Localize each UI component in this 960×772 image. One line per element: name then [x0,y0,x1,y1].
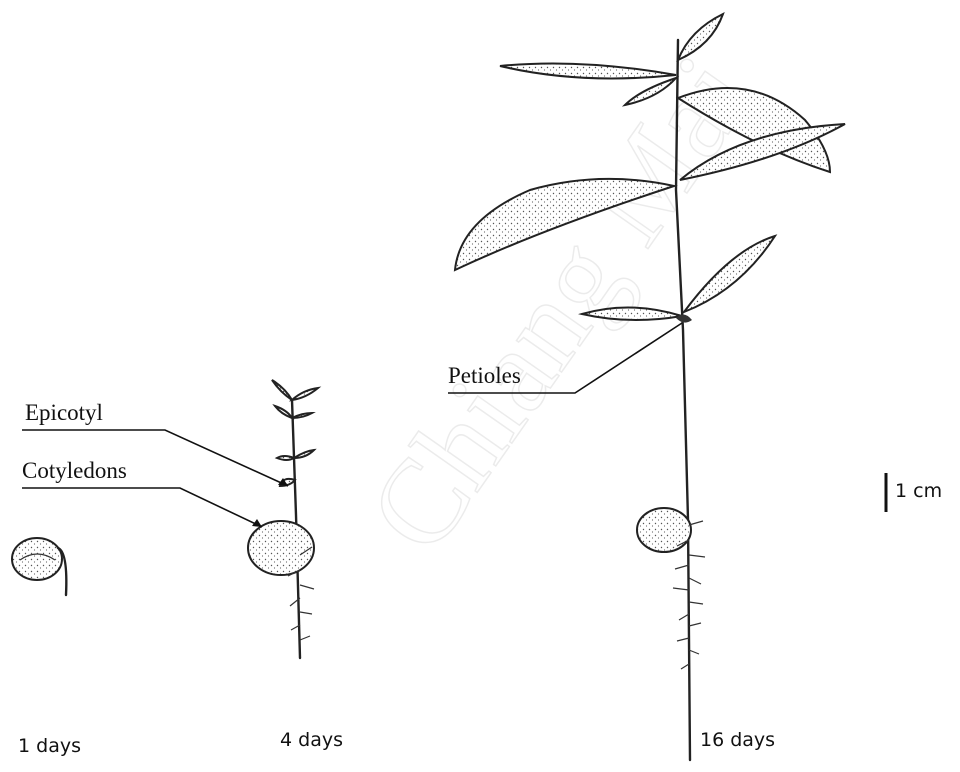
seedling-4-days [248,380,318,658]
stage-label-16-days: 16 days [700,729,775,751]
scale-label: 1 cm [895,480,942,502]
leaf [684,236,775,312]
seedling-1-day [12,538,66,595]
cotyledons-4d [248,521,314,575]
stage-label-1-day: 1 days [18,735,81,757]
cotyledons-leader [22,488,262,527]
label-epicotyl: Epicotyl [25,400,103,425]
cotyledons-16d [637,508,691,552]
stage-label-4-days: 4 days [280,729,343,751]
leaf [678,14,723,60]
label-cotyledons: Cotyledons [22,458,127,483]
label-petioles: Petioles [448,363,521,388]
